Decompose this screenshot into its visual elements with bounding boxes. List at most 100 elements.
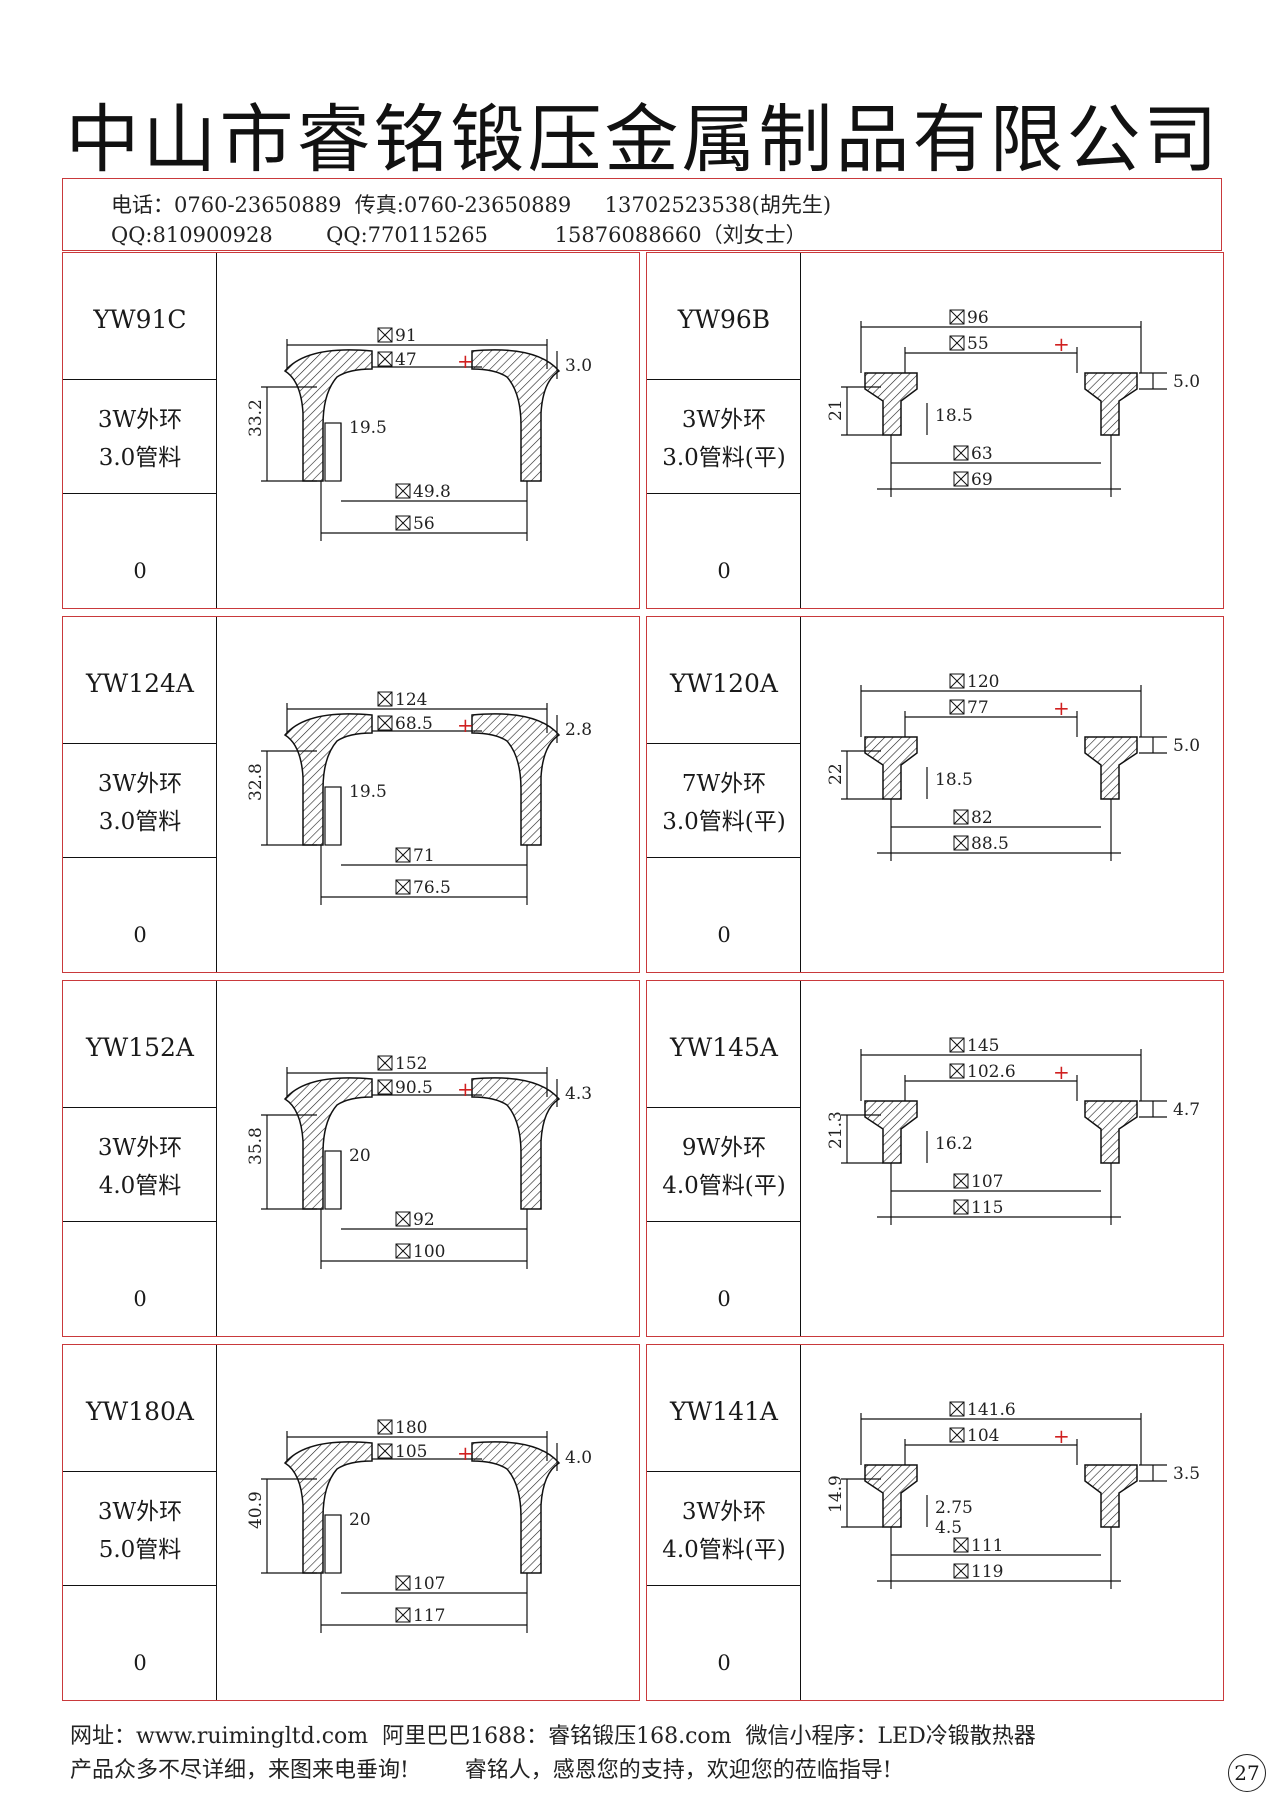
left-profile-shape [283,1077,373,1210]
divider [63,1471,217,1472]
divider [63,493,217,494]
spec-line-1: 9W外环 [681,1135,767,1161]
top-inner-dim: 68.5 [377,714,433,734]
center-height-dim: 18.5 [935,406,973,426]
top-outer-dim-text: 96 [967,308,989,328]
bottom-outer-dim: 100 [395,1242,445,1262]
bottom-inner-dim: 71 [395,846,435,866]
product-code: YW180A [86,1397,194,1426]
top-outer-dim: 152 [377,1054,427,1074]
thickness-dim-text: 3.0 [565,356,592,376]
spec-line-2: 5.0管料 [98,1537,182,1563]
center-cross-mark: + [1053,1424,1070,1448]
top-outer-dim-text: 180 [395,1418,427,1438]
center-height-2-dim-text: 4.5 [935,1518,962,1538]
thickness-dim-text: 3.5 [1173,1464,1200,1484]
center-height-dim-text: 18.5 [935,406,973,426]
product-qty: 0 [717,559,731,583]
height-dim-text: 21.3 [826,1111,846,1149]
top-outer-dim: 120 [949,672,999,692]
footer-line-1: 网址：www.ruimingltd.com 阿里巴巴1688：睿铭锻压168.c… [70,1724,1036,1749]
bottom-inner-dim-text: 111 [971,1536,1003,1556]
center-height-dim-text: 20 [349,1510,371,1530]
height-dim: 32.8 [246,763,266,801]
center-cross-mark: + [457,713,474,737]
bottom-outer-dim-text: 117 [413,1606,445,1626]
spec-line-2: 3.0管料(平) [662,445,786,471]
spec-line-2: 3.0管料(平) [662,809,786,835]
top-outer-dim: 91 [377,326,417,346]
bottom-inner-dim-text: 71 [413,846,435,866]
divider [647,857,801,858]
divider [647,1107,801,1108]
spec-line-1: 3W外环 [97,1499,183,1525]
bottom-outer-dim-text: 100 [413,1242,445,1262]
top-inner-dim-text: 102.6 [967,1062,1016,1082]
divider [63,379,217,380]
spec-line-1: 3W外环 [97,771,183,797]
thickness-dim: 5.0 [1173,372,1200,392]
height-dim: 33.2 [246,399,266,437]
product-spec: 3W外环 3.0管料 [63,765,217,841]
product-qty: 0 [717,1287,731,1311]
divider [647,743,801,744]
top-inner-dim: 47 [377,350,417,370]
center-height-dim-text: 19.5 [349,418,387,438]
product-qty: 0 [133,559,147,583]
center-cross-mark: + [457,349,474,373]
height-dim-text: 40.9 [246,1491,266,1529]
thickness-dim-text: 4.0 [565,1448,592,1468]
bottom-outer-dim: 88.5 [953,834,1009,854]
bottom-inner-dim-text: 82 [971,808,993,828]
product-qty: 0 [133,1287,147,1311]
center-height-dim-text: 20 [349,1146,371,1166]
top-inner-dim: 55 [949,334,989,354]
top-outer-dim-text: 120 [967,672,999,692]
thickness-dim: 3.0 [565,356,592,376]
product-code: YW152A [86,1033,194,1062]
top-outer-dim-text: 152 [395,1054,427,1074]
left-profile-shape [283,713,373,846]
left-profile-shape [864,372,918,436]
height-dim: 21.3 [826,1111,846,1149]
left-profile-shape [864,1464,918,1528]
center-height-dim-text: 16.2 [935,1134,973,1154]
spec-line-2: 3.0管料 [98,809,182,835]
bottom-inner-dim: 111 [953,1536,1003,1556]
center-slot [324,786,342,846]
thickness-dim-text: 4.7 [1173,1100,1200,1120]
thickness-dim-text: 4.3 [565,1084,592,1104]
right-profile-shape [471,1077,561,1210]
center-height-dim: 20 [349,1510,371,1530]
bottom-inner-dim: 92 [395,1210,435,1230]
bottom-inner-dim: 107 [953,1172,1003,1192]
top-outer-dim: 124 [377,690,427,710]
top-inner-dim: 102.6 [949,1062,1016,1082]
divider [63,1585,217,1586]
bottom-inner-dim: 49.8 [395,482,451,502]
bottom-inner-dim-text: 107 [971,1172,1003,1192]
top-inner-dim: 104 [949,1426,999,1446]
thickness-dim: 4.3 [565,1084,592,1104]
top-inner-dim-text: 105 [395,1442,427,1462]
divider [647,1221,801,1222]
left-profile-shape [283,349,373,482]
bottom-outer-dim: 69 [953,470,993,490]
product-qty: 0 [717,1651,731,1675]
top-inner-dim: 90.5 [377,1078,433,1098]
bottom-inner-dim: 63 [953,444,993,464]
product-spec: 3W外环 5.0管料 [63,1493,217,1569]
bottom-inner-dim: 107 [395,1574,445,1594]
bottom-outer-dim: 56 [395,514,435,534]
